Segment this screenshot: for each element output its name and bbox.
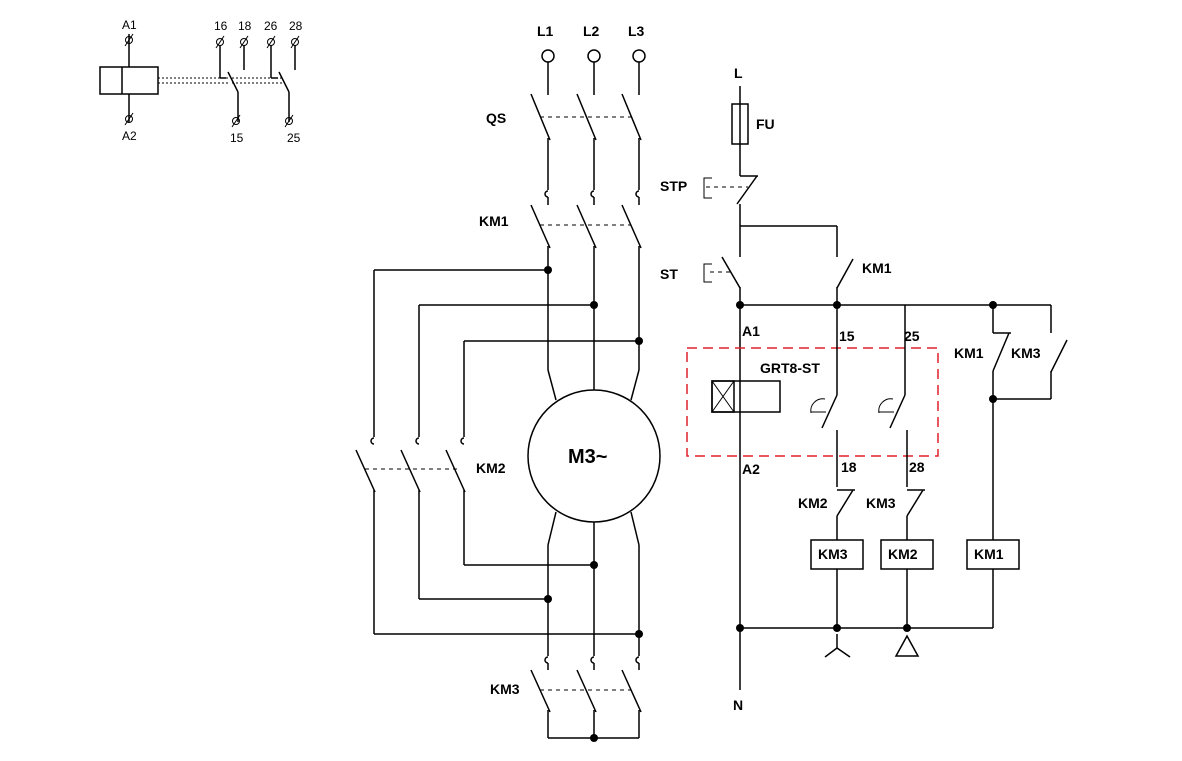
- aux-km3-contact: [989, 305, 1068, 403]
- timer-label: GRT8-ST: [760, 360, 820, 376]
- star-symbol: [824, 634, 851, 658]
- terminal-symbol: [124, 33, 134, 126]
- terminal-25-label: 25: [904, 328, 920, 344]
- control-circuit: L FU STP ST KM1: [660, 65, 1068, 713]
- contactor-km1-label: KM1: [479, 213, 509, 229]
- terminal-28-label: 28: [909, 459, 925, 475]
- km1-holding-contact: [836, 258, 854, 305]
- interlock-km3-label: KM3: [866, 495, 896, 511]
- breaker-qs: [530, 62, 642, 198]
- fuse-label: FU: [756, 116, 775, 132]
- start-button: [703, 256, 741, 305]
- relay-coil-box: [99, 66, 159, 95]
- relay-terminal-16: 16: [214, 19, 228, 33]
- contactor-km3: [530, 663, 642, 742]
- timer-contact-25-28: [878, 305, 908, 487]
- coil-km1-label: KM1: [974, 546, 1004, 562]
- relay-terminal-28: 28: [289, 19, 303, 33]
- relay-terminal-a2: A2: [122, 129, 137, 143]
- interlock-km2: [836, 489, 855, 540]
- stop-button-label: STP: [660, 178, 687, 194]
- contactor-km1: [530, 197, 642, 390]
- terminal-18-label: 18: [841, 459, 857, 475]
- aux-km1-contact: [992, 305, 1011, 540]
- relay-terminal-18: 18: [238, 19, 252, 33]
- coil-km2-label: KM2: [888, 546, 918, 562]
- relay-terminal-15: 15: [230, 131, 244, 145]
- aux-km1-label: KM1: [954, 345, 984, 361]
- terminal-15-label: 15: [839, 328, 855, 344]
- timer-relay-box: [686, 347, 939, 457]
- contactor-km2: [355, 449, 466, 634]
- live-label: L: [734, 65, 743, 81]
- motor-label: M3~: [568, 446, 607, 468]
- contactor-km3-label: KM3: [490, 681, 520, 697]
- timer-a2-label: A2: [742, 461, 760, 477]
- interlock-km2-label: KM2: [798, 495, 828, 511]
- terminal-l1: [541, 49, 555, 63]
- relay-terminal-25: 25: [287, 131, 301, 145]
- timer-coil: [711, 380, 781, 413]
- terminal-l3: [632, 49, 646, 63]
- timer-contact-15-18: [810, 305, 838, 487]
- km1-holding-label: KM1: [862, 260, 892, 276]
- relay-terminal-26: 26: [264, 19, 278, 33]
- terminal-l2: [587, 49, 601, 63]
- phase-l1-label: L1: [537, 23, 554, 39]
- phase-l2-label: L2: [583, 23, 600, 39]
- start-button-label: ST: [660, 266, 678, 282]
- phase-l3-label: L3: [628, 23, 645, 39]
- contactor-km2-label: KM2: [476, 460, 506, 476]
- timer-a1-label: A1: [742, 323, 760, 339]
- aux-km3-label: KM3: [1011, 345, 1041, 361]
- delta-symbol: [894, 634, 920, 657]
- relay-symbol: A1 A2 16 18 26 28 15 25: [99, 18, 303, 145]
- interlock-km3: [906, 489, 925, 540]
- coil-km3-label: KM3: [818, 546, 848, 562]
- neutral-label: N: [733, 697, 743, 713]
- relay-terminal-a1: A1: [122, 18, 137, 32]
- stop-button: [703, 175, 758, 226]
- power-circuit: L1 L2 L3 QS KM1: [355, 23, 661, 742]
- breaker-qs-label: QS: [486, 110, 506, 126]
